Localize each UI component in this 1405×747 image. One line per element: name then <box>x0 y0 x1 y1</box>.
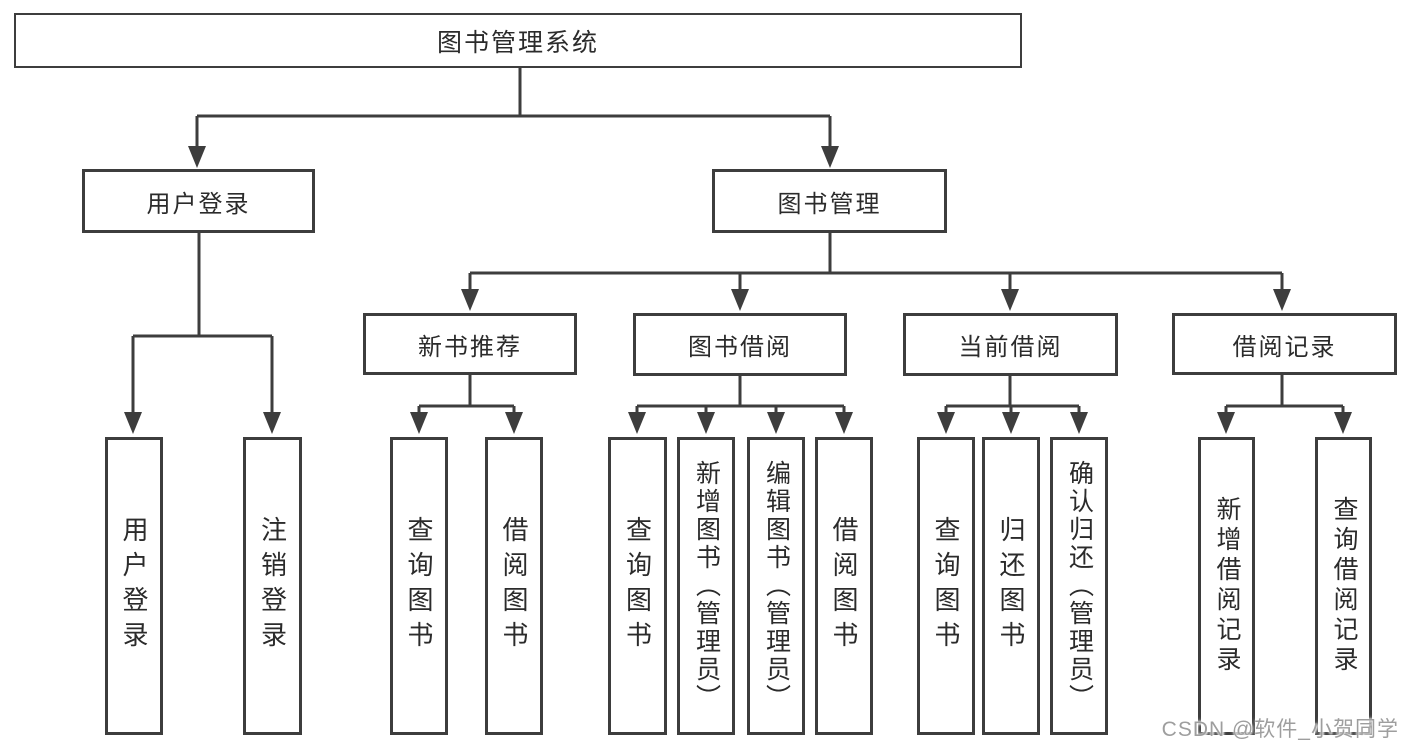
leaf-confirm-return-admin: 确认归还（管理员） <box>1050 437 1108 735</box>
leaf-query-books-current: 查询图书 <box>917 437 975 735</box>
leaf-edit-books-admin: 编辑图书（管理员） <box>747 437 805 735</box>
edge-records-to-leaves <box>1224 375 1345 414</box>
leaf-add-borrow-record: 新增借阅记录 <box>1198 437 1255 735</box>
leaf-query-books-recommend: 查询图书 <box>390 437 448 735</box>
node-book-borrowing: 图书借阅 <box>633 313 847 376</box>
node-book-management: 图书管理 <box>712 169 947 233</box>
edge-currentborrow-to-leaves <box>944 376 1081 414</box>
edge-userlogin-to-leaves <box>131 233 274 414</box>
leaf-add-books-admin: 新增图书（管理员） <box>677 437 735 735</box>
leaf-return-books: 归还图书 <box>982 437 1040 735</box>
edge-newbook-to-leaves <box>417 375 516 414</box>
leaf-query-borrow-record: 查询借阅记录 <box>1315 437 1372 735</box>
leaf-user-login: 用户登录 <box>105 437 163 735</box>
leaf-logout: 注销登录 <box>243 437 302 735</box>
csdn-watermark: CSDN @软件_小贺同学 <box>1161 718 1399 741</box>
node-user-login: 用户登录 <box>82 169 315 233</box>
edge-bookmgmt-to-level3 <box>468 233 1284 291</box>
node-new-book-recommend: 新书推荐 <box>363 313 577 375</box>
edge-root-to-level2 <box>195 68 832 147</box>
leaf-query-books-borrowing: 查询图书 <box>608 437 667 735</box>
node-current-borrowing: 当前借阅 <box>903 313 1118 376</box>
node-root-system: 图书管理系统 <box>14 13 1022 68</box>
leaf-borrow-books: 借阅图书 <box>815 437 873 735</box>
edge-bookborrow-to-leaves <box>635 376 846 414</box>
node-borrow-records: 借阅记录 <box>1172 313 1397 375</box>
leaf-borrow-books-recommend: 借阅图书 <box>485 437 543 735</box>
